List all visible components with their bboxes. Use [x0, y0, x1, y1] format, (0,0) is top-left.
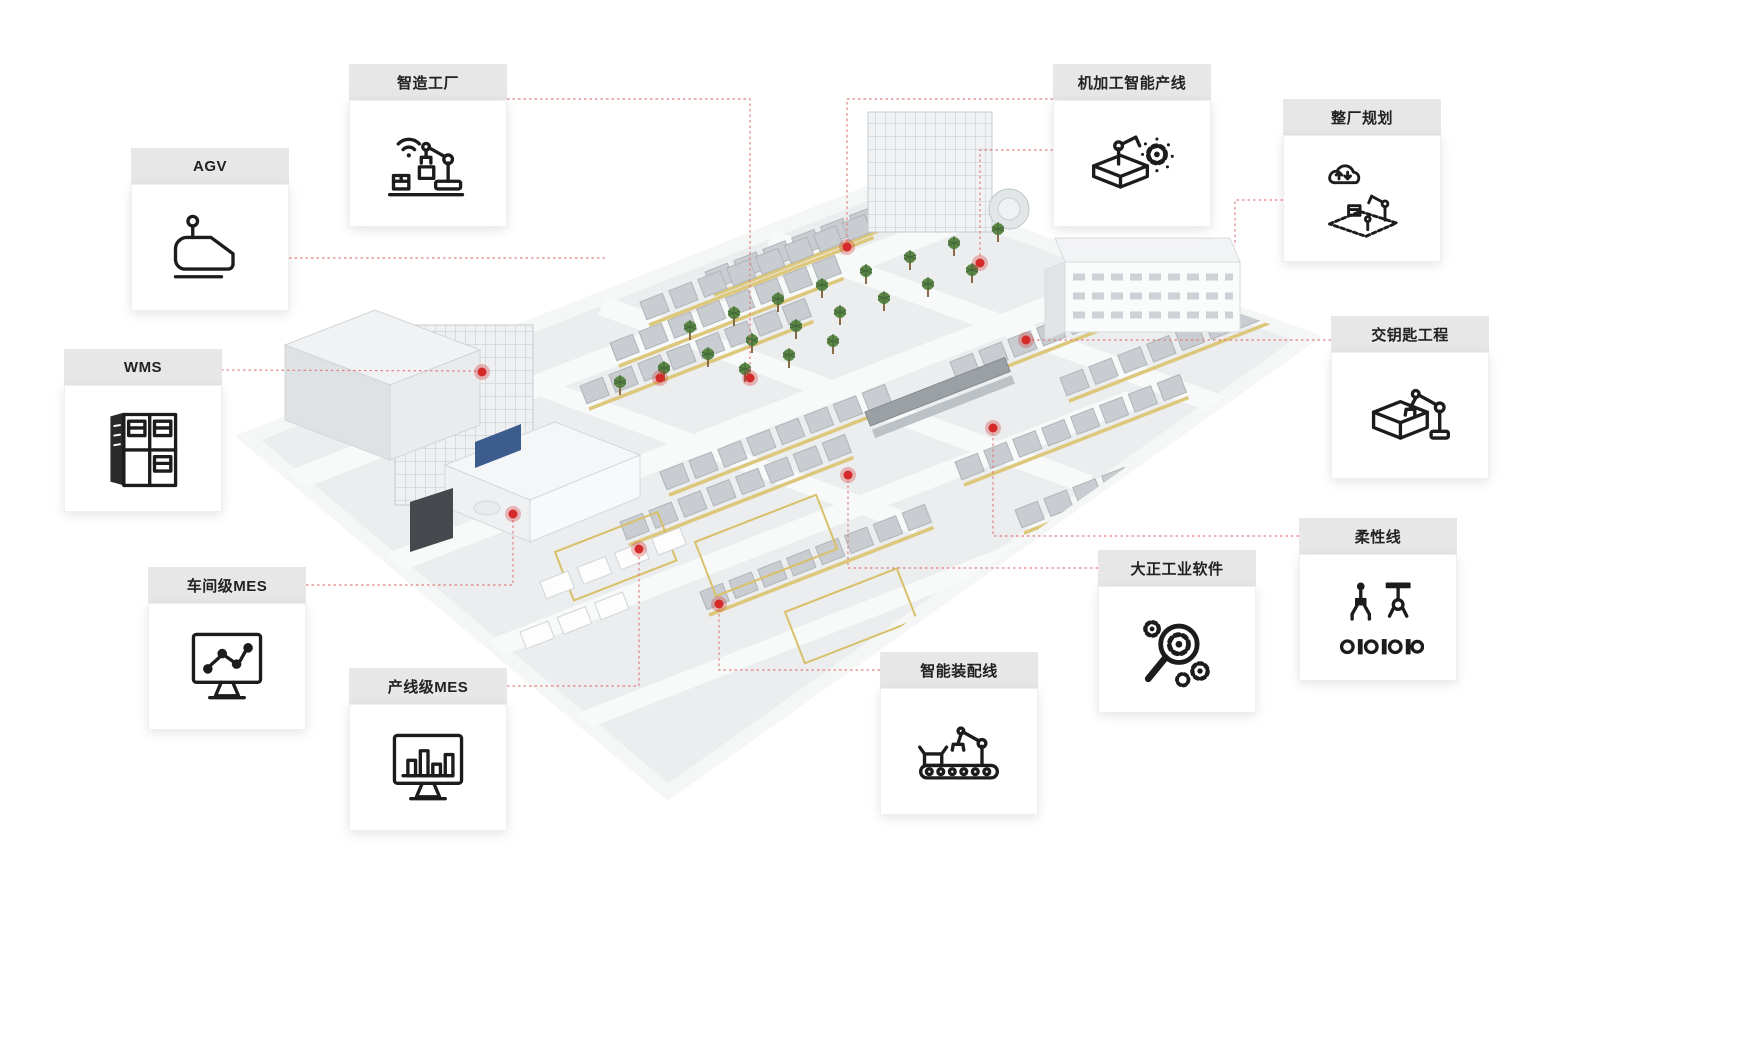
machining-line-icon: [1091, 134, 1174, 189]
callout-workshop-mes-body: [148, 603, 306, 730]
callout-agv[interactable]: AGV: [131, 148, 289, 311]
callout-industrial-software-body: [1098, 586, 1256, 713]
callout-smart-factory-body: [349, 100, 507, 227]
callout-machining-line-header: 机加工智能产线: [1053, 64, 1211, 100]
callout-line-mes[interactable]: 产线级MES: [349, 668, 507, 831]
callout-assembly-line-label: 智能装配线: [920, 662, 998, 680]
callout-workshop-mes-label: 车间级MES: [186, 577, 268, 595]
callout-wms-label: WMS: [123, 358, 163, 376]
callout-wms-header: WMS: [64, 349, 222, 385]
agv-icon: [173, 214, 235, 278]
callout-line-mes-label: 产线级MES: [387, 678, 469, 696]
wms-icon: [110, 412, 178, 487]
industrial-software-icon: [1143, 619, 1210, 687]
callout-machining-line-label: 机加工智能产线: [1077, 74, 1187, 92]
callout-plant-planning-label: 整厂规划: [1330, 109, 1393, 127]
turnkey-icon: [1371, 388, 1451, 440]
office-building: [1044, 237, 1241, 341]
callout-smart-factory[interactable]: 智造工厂: [349, 64, 507, 227]
flexible-line-icon: [1339, 582, 1424, 654]
smart-factory-icon: [387, 137, 465, 196]
callout-plant-planning-header: 整厂规划: [1283, 99, 1441, 135]
callout-agv-body: [131, 184, 289, 311]
callout-assembly-line-body: [880, 688, 1038, 815]
line-mes-icon: [392, 733, 464, 800]
callout-line-mes-body: [349, 704, 507, 831]
callout-agv-label: AGV: [192, 157, 227, 175]
callout-plant-planning[interactable]: 整厂规划: [1283, 99, 1441, 262]
callout-wms[interactable]: WMS: [64, 349, 222, 512]
callout-turnkey-header: 交钥匙工程: [1331, 316, 1489, 352]
callout-workshop-mes[interactable]: 车间级MES: [148, 567, 306, 730]
callout-turnkey[interactable]: 交钥匙工程: [1331, 316, 1489, 479]
plant-building: [283, 309, 482, 461]
callout-flexible-line[interactable]: 柔性线: [1299, 518, 1457, 681]
callout-flexible-line-label: 柔性线: [1354, 528, 1402, 546]
callout-line-mes-header: 产线级MES: [349, 668, 507, 704]
callout-flexible-line-body: [1299, 554, 1457, 681]
callout-turnkey-label: 交钥匙工程: [1371, 326, 1449, 344]
rack-warehouse-top: [867, 111, 1030, 233]
workshop-mes-icon: [191, 632, 263, 699]
callout-machining-line[interactable]: 机加工智能产线: [1053, 64, 1211, 227]
callout-smart-factory-header: 智造工厂: [349, 64, 507, 100]
callout-workshop-mes-header: 车间级MES: [148, 567, 306, 603]
callout-smart-factory-label: 智造工厂: [396, 74, 459, 92]
callout-machining-line-body: [1053, 100, 1211, 227]
callout-industrial-software[interactable]: 大正工业软件: [1098, 550, 1256, 713]
callout-assembly-line-header: 智能装配线: [880, 652, 1038, 688]
plant-planning-icon: [1327, 163, 1398, 238]
callout-industrial-software-label: 大正工业软件: [1130, 560, 1224, 578]
assembly-line-icon: [918, 725, 1000, 780]
callout-industrial-software-header: 大正工业软件: [1098, 550, 1256, 586]
callout-plant-planning-body: [1283, 135, 1441, 262]
callout-assembly-line[interactable]: 智能装配线: [880, 652, 1038, 815]
callout-wms-body: [64, 385, 222, 512]
callout-flexible-line-header: 柔性线: [1299, 518, 1457, 554]
callout-turnkey-body: [1331, 352, 1489, 479]
callout-agv-header: AGV: [131, 148, 289, 184]
